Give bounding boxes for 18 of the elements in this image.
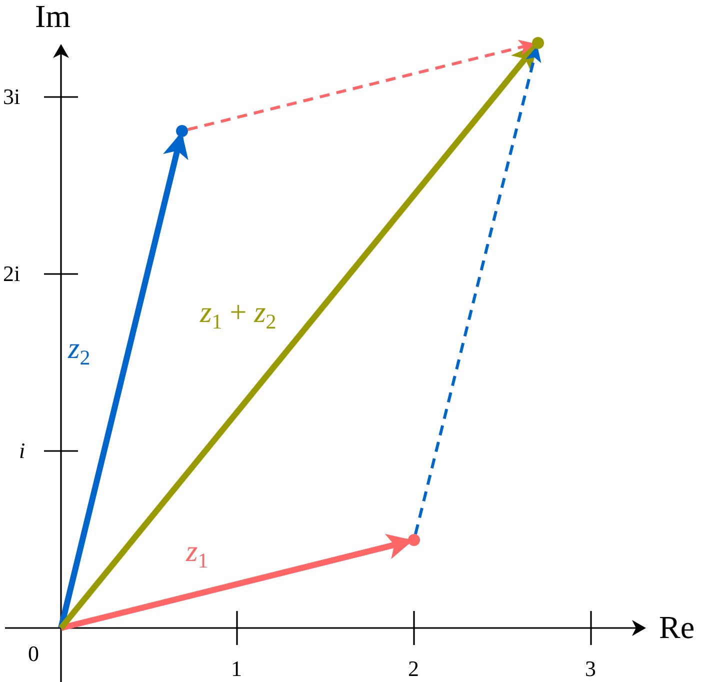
dashed-arrow	[187, 40, 536, 132]
tick-label: 2	[408, 658, 419, 680]
sum-point	[532, 37, 544, 49]
axis-label: Re	[659, 611, 695, 643]
tick-label: 1	[231, 658, 242, 680]
tick-label: 2i	[3, 263, 20, 285]
edge-label: z$_{1}$ + z$_{2}$	[200, 298, 276, 332]
dashed-arrow	[414, 46, 542, 535]
point	[408, 534, 420, 546]
point	[176, 125, 188, 137]
tick-label: 3i	[3, 86, 20, 108]
vector-arrow	[58, 44, 538, 630]
tick-label: 0	[28, 643, 39, 665]
edge-label: z$_{2}$	[68, 334, 90, 368]
axis-label: Im	[35, 0, 71, 32]
tick-label: i	[19, 440, 26, 462]
edge-label: z$_{1}$	[186, 537, 208, 572]
tick-label: 3	[585, 658, 596, 680]
